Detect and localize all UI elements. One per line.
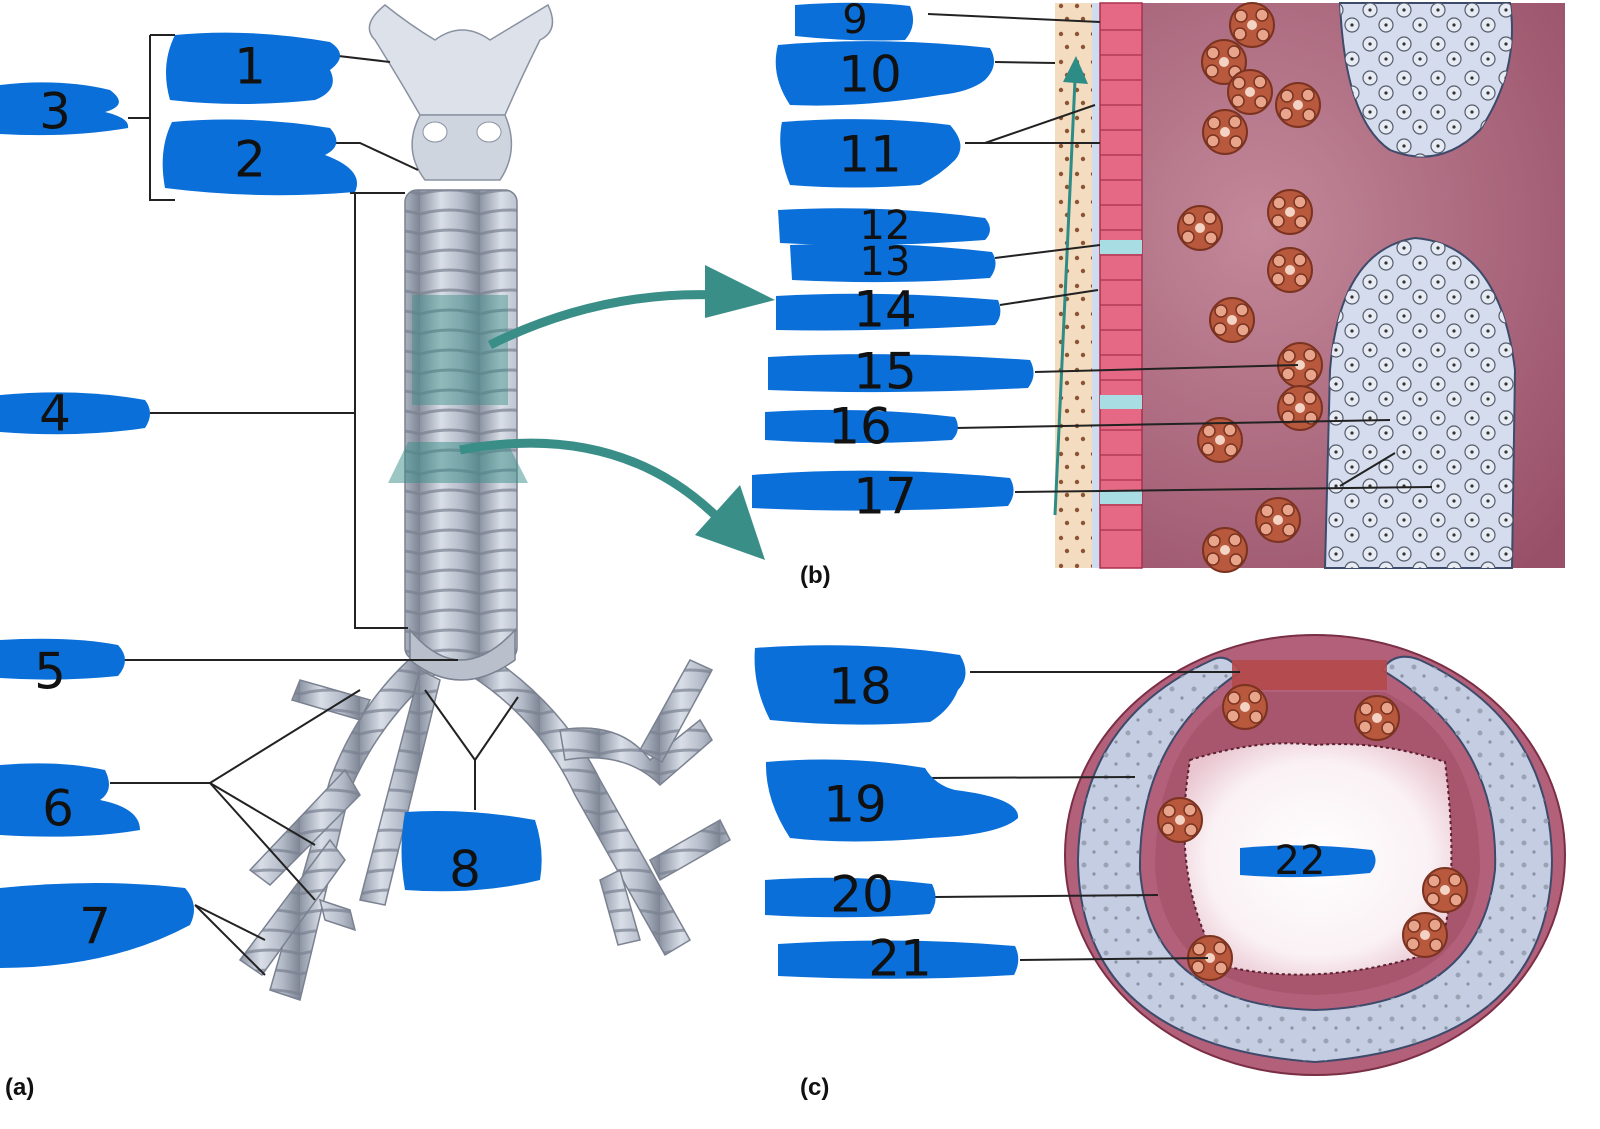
label-22-marker[interactable] xyxy=(1240,845,1376,878)
label-22-text: 22 xyxy=(1275,838,1326,884)
thyroid-cartilage xyxy=(368,3,554,116)
panel-a-label: (a) xyxy=(5,1074,34,1101)
label-9-text: 9 xyxy=(842,0,867,43)
label-12-marker[interactable] xyxy=(778,208,990,245)
label-16-text: 16 xyxy=(828,398,892,456)
label-8-marker[interactable] xyxy=(401,811,542,892)
panel-b-label: (b) xyxy=(800,562,831,589)
label-6-text: 6 xyxy=(42,780,74,838)
label-16-marker[interactable] xyxy=(765,409,958,443)
label-1-marker[interactable] xyxy=(166,32,340,104)
label-19-text: 19 xyxy=(823,776,887,834)
label-7-marker[interactable] xyxy=(0,883,194,968)
label-12-text: 12 xyxy=(860,203,911,249)
label-14-marker[interactable] xyxy=(776,293,1001,331)
basement-membrane xyxy=(1092,3,1100,568)
arrow-to-panel-b xyxy=(487,290,721,350)
label-3-marker[interactable] xyxy=(0,82,129,136)
panel-c-label: (c) xyxy=(800,1074,829,1101)
trachealis-muscle xyxy=(1232,660,1387,690)
label-numbers: 1 2 3 4 5 6 7 8 9 10 11 12 13 14 15 16 1… xyxy=(34,0,1325,988)
left-bronchial-tree xyxy=(238,648,442,1001)
label-markers xyxy=(0,2,1376,979)
label-19-marker[interactable] xyxy=(765,759,1019,842)
label-8-text: 8 xyxy=(449,841,481,899)
mucus-flow-arrow xyxy=(1053,79,1077,516)
label-20-marker[interactable] xyxy=(765,877,936,918)
label-2-text: 2 xyxy=(234,131,266,189)
longitudinal-section-marker xyxy=(412,295,508,405)
label-18-marker[interactable] xyxy=(754,645,966,725)
label-10-text: 10 xyxy=(838,46,902,104)
carina xyxy=(409,627,516,681)
trachea-illustration xyxy=(238,3,775,1001)
label-13-text: 13 xyxy=(860,239,911,285)
label-10-marker[interactable] xyxy=(775,41,994,106)
label-11-marker[interactable] xyxy=(780,119,961,188)
leader-lines-a xyxy=(110,34,519,976)
trachea xyxy=(404,189,518,661)
label-2-marker[interactable] xyxy=(162,119,357,196)
label-17-marker[interactable] xyxy=(752,470,1014,511)
leader-lines-b xyxy=(927,13,1433,493)
label-20-text: 20 xyxy=(830,866,894,924)
label-14-text: 14 xyxy=(853,281,917,339)
label-4-text: 4 xyxy=(39,385,71,443)
label-21-text: 21 xyxy=(868,930,932,988)
pseudostratified-epithelium xyxy=(1099,2,1143,569)
label-5-marker[interactable] xyxy=(0,638,125,680)
label-9-marker[interactable] xyxy=(795,2,914,41)
leader-lines-c xyxy=(924,671,1240,961)
label-13-marker[interactable] xyxy=(790,243,996,283)
cross-section-marker xyxy=(388,442,528,483)
label-21-marker[interactable] xyxy=(778,940,1019,979)
right-bronchial-tree xyxy=(469,648,731,957)
label-6-marker[interactable] xyxy=(0,763,140,837)
label-4-marker[interactable] xyxy=(0,392,150,435)
arrow-to-panel-c xyxy=(459,438,724,524)
label-11-text: 11 xyxy=(838,126,902,184)
label-17-text: 17 xyxy=(853,468,917,526)
label-3-text: 3 xyxy=(39,83,71,141)
label-15-marker[interactable] xyxy=(768,354,1034,393)
label-18-text: 18 xyxy=(828,658,892,716)
label-15-text: 15 xyxy=(853,343,917,401)
label-1-text: 1 xyxy=(234,38,266,96)
label-5-text: 5 xyxy=(34,643,66,701)
tracheal-wall-section xyxy=(1053,2,1565,573)
label-7-text: 7 xyxy=(79,898,111,956)
